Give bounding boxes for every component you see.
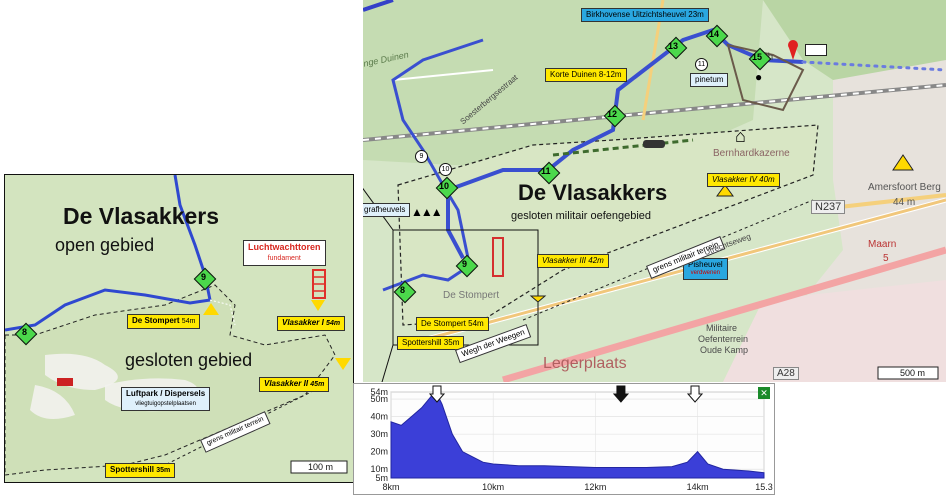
luchtwacht-name: Luchtwachttoren [248,242,321,252]
luftpark-sub: vliegtuigopstelplaatsen [135,401,196,407]
profile-arrow-black [612,385,630,403]
label-bernhardkazerne: Bernhardkazerne [713,148,790,159]
inset-waypoint-9-label: 9 [201,272,207,282]
label-vlasakker-iii[interactable]: Vlasakker III 42m [537,254,609,268]
label-pinetum[interactable]: pinetum [690,73,729,87]
profile-x-tick: 10km [482,482,504,492]
inset-vlasakker-ii-m: 45m [310,381,325,388]
inset-vlasakker-ii-name: Vlasakker II [264,379,309,388]
inset-vlasakker-i-label[interactable]: Vlasakker I 54m [277,316,346,331]
luchtwacht-sub: fundament [267,255,301,262]
main-map-title: De Vlasakkers [518,180,668,205]
barracks-icon: ⌂ [735,126,746,146]
label-maarn: Maarn [868,239,897,250]
inset-spottershill-name: Spottershill [110,465,155,474]
label-n237: N237 [811,200,846,214]
poi-circle-10[interactable]: 10 [439,163,452,176]
waypoint-9-label: 9 [462,259,468,269]
inset-vlasakker-i-name: Vlasakker I [282,318,324,327]
profile-y-tick: 50m [370,394,388,404]
label-oude-kamp: Oude Kamp [700,345,749,355]
waypoint-8-label: 8 [400,285,406,295]
label-vlasakker-iv[interactable]: Vlasakker IV 40m [707,173,780,187]
label-amersfoort-berg: Amersfoort Berg [868,182,941,193]
inset-vlasakker-i-m: 54m [326,320,341,327]
profile-y-tick: 20m [370,447,388,457]
inset-luftpark-label[interactable]: Luftpark / Dispersels vliegtuigopstelpla… [121,387,211,411]
label-a28: A28 [773,367,799,380]
inset-vlasakker-i-marker-icon [311,300,325,311]
profile-arrow-birkhovense [686,385,704,403]
waypoint-10-label: 10 [439,181,450,191]
label-legerplaats: Legerplaats [543,355,627,372]
profile-x-tick: 14km [687,482,709,492]
inset-open-area: open gebied [55,235,155,255]
profile-close-button[interactable]: ✕ [758,387,770,399]
inset-map[interactable]: De Vlasakkers open gebied gesloten gebie… [4,174,354,483]
inset-vlasakker-ii-label[interactable]: Vlasakker II 45m [259,377,330,392]
pisheuvel-sub: verdwenen [690,270,721,276]
profile-x-tick: 15.3 [755,482,773,492]
inset-title: De Vlasakkers [63,203,220,229]
label-militaire-terrein: Militaire [706,323,738,333]
inset-spottershill-m: 35m [156,467,171,474]
elephant-icon: ● [755,70,763,84]
main-map-scale: 500 m [900,368,926,378]
inset-spottershill-label[interactable]: Spottershill 35m [105,463,176,478]
waypoint-14-label: 14 [709,29,720,39]
profile-y-tick: 5m [375,473,388,483]
label-birkhovense[interactable]: Birkhovense Uitzichtsheuvel 23m [581,8,709,22]
tank-icon [643,140,665,148]
profile-y-tick: 40m [370,412,388,422]
luftpark-name: Luftpark / Dispersels [126,389,206,398]
waypoint-11-label: 11 [541,166,551,176]
label-amersfoort-berg-m: 44 m [893,197,916,208]
waypoint-15-label: 15 [752,52,763,62]
inset-triangle-stompert-icon [203,303,219,315]
profile-y-tick: 10m [370,464,388,474]
inset-closed-area: gesloten gebied [125,350,253,370]
train-icon [805,44,827,56]
waypoint-12-label: 12 [607,109,618,119]
profile-x-tick: 12km [584,482,606,492]
inset-stompert-label[interactable]: De Stompert 54m [127,314,201,329]
label-korte-duinen[interactable]: Korte Duinen 8-12m [545,68,627,82]
label-grafheuvels[interactable]: grafheuvels [363,203,411,217]
main-map[interactable]: De Vlasakkers gesloten militair oefengeb… [363,0,946,382]
main-map-subtitle: gesloten militair oefengebied [511,210,652,222]
label-spottershill[interactable]: Spottershill 35m [397,336,465,350]
label-maarn-n: 5 [883,253,889,264]
inset-scale: 100 m [308,462,334,472]
profile-x-tick: 8km [382,482,399,492]
label-pisheuvel[interactable]: Pisheuvel verdwenen [683,258,728,280]
profile-arrow-stompert [428,385,446,403]
inset-m-marker-icon [335,358,351,370]
poi-circle-9[interactable]: 9 [415,150,428,163]
burial-mounds-icon: ▲▲▲ [411,205,443,219]
inset-luchtwacht-label[interactable]: Luchtwachttoren fundament [243,240,326,266]
inset-stompert-m: 54m [181,318,196,325]
profile-area [390,393,765,479]
poi-circle-11[interactable]: 11 [695,58,708,71]
label-stompert[interactable]: De Stompert 54m [416,317,489,331]
waypoint-13-label: 13 [668,41,679,51]
label-oefenterrein: Oefenterrein [698,334,749,344]
pisheuvel-name: Pisheuvel [688,260,723,269]
label-stompert-map: De Stompert [443,290,500,301]
profile-y-tick: 54m [370,387,388,397]
inset-stompert-name: De Stompert [132,316,180,325]
inset-waypoint-8-label: 8 [22,327,28,337]
profile-y-tick: 30m [370,429,388,439]
